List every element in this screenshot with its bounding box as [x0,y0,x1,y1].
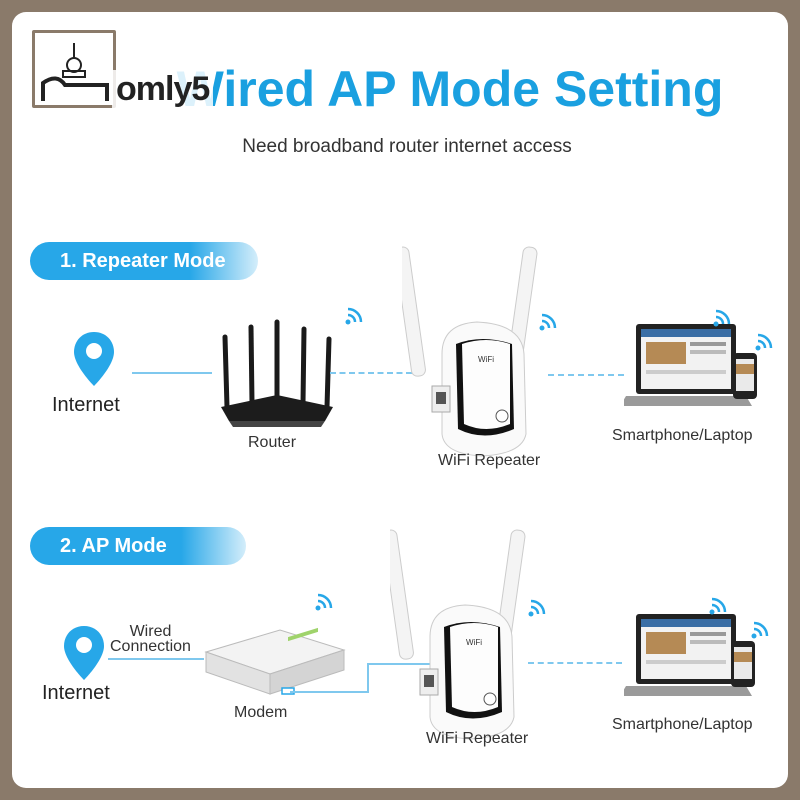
modem-label: Modem [234,704,288,721]
internet-label: Internet [42,682,110,704]
wifi-signal-icon [709,597,727,615]
repeater-label: WiFi Repeater [426,730,529,747]
svg-text:WiFi: WiFi [466,638,482,647]
product-image-frame: omly5 Wired AP Mode Setting Need broadba… [12,12,788,788]
brand-name: omly5 [112,70,214,109]
router-icon [221,319,333,427]
laptop-icon [624,324,752,406]
wired-line [108,658,204,660]
wireless-link [330,372,412,374]
wifi-signal-icon [315,593,333,611]
ap-mode-label: 2. AP Mode [30,527,246,565]
location-pin-icon [74,332,114,386]
internet-label: Internet [52,394,120,416]
wireless-link [528,662,622,664]
router-label: Router [248,434,297,451]
repeater-mode-label: 1. Repeater Mode [30,242,258,280]
smartphone-icon [731,641,755,687]
connection-line [132,372,212,374]
home-logo-icon [41,43,109,101]
smartphone-icon [733,353,757,399]
wired-connection-label: Wired Connection [110,623,191,655]
repeater-icon: WiFi [402,246,538,457]
repeater-label: WiFi Repeater [438,452,541,469]
wifi-signal-icon [751,621,769,639]
client-label: Smartphone/Laptop [612,716,753,733]
ethernet-cable [290,663,456,693]
page-subtitle: Need broadband router internet access [242,136,572,157]
modem-icon [204,627,346,695]
location-pin-icon [64,626,104,680]
wifi-signal-icon [755,333,773,351]
wireless-link [548,374,624,376]
wifi-signal-icon [528,599,546,617]
wifi-signal-icon [539,313,557,331]
laptop-icon [624,614,752,696]
page-title: Wired AP Mode Setting [176,61,724,117]
svg-text:WiFi: WiFi [478,355,494,364]
client-label: Smartphone/Laptop [612,427,753,444]
wifi-signal-icon [345,307,363,325]
repeater-icon: WiFi [390,529,526,740]
brand-logo [32,30,116,108]
wifi-signal-icon [713,309,731,327]
